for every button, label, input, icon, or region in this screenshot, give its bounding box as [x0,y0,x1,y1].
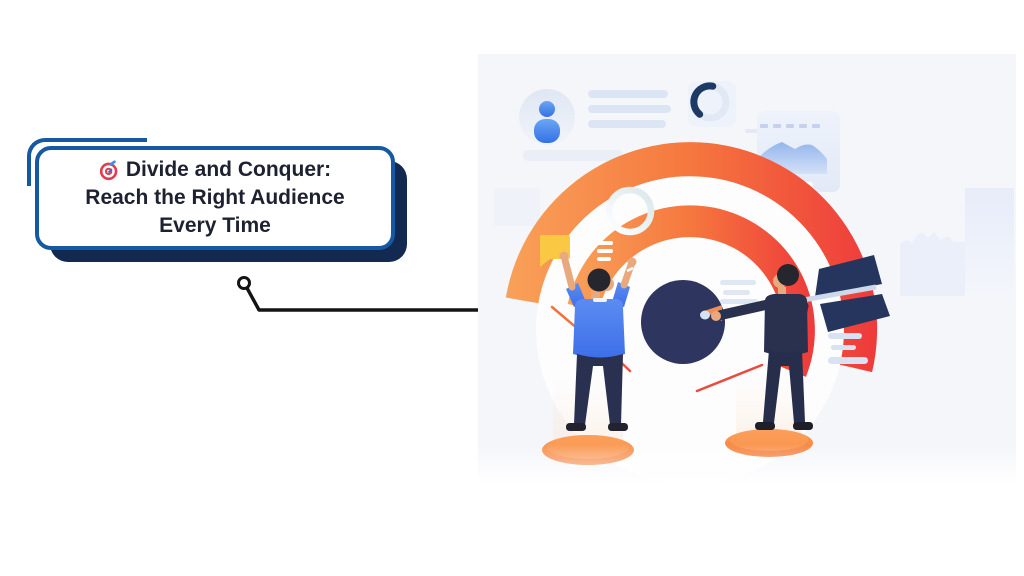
businessman-trousers [763,350,805,423]
businessman-hair [777,264,799,286]
illustration-svg [478,54,1016,484]
person-raising-arms [559,251,637,431]
chart-tick-dashes [760,124,820,128]
callout-connector-line [237,276,492,312]
target-outer-ring [505,142,878,373]
businessman-touching-target [711,264,813,430]
donut-chart-card [688,81,758,133]
stats-lines-left [523,90,671,161]
ring-decoration [605,186,655,236]
headline-line1: Divide and Conquer: [99,156,331,184]
headline-text-1: Divide and Conquer: [125,158,332,181]
bottom-fade [478,444,1016,482]
person-shirt [573,299,625,358]
bullseye-center [641,280,725,364]
person-hair [587,268,611,292]
stats-lines-center [720,280,758,304]
headline-card: Divide and Conquer: Reach the Right Audi… [35,146,395,250]
headline-text-3: Every Time [159,214,271,237]
headline-text-2: Reach the Right Audience [85,186,345,209]
wrist-band [626,266,634,273]
callout-corner-outline [27,138,147,186]
person-pants [574,354,623,425]
city-skyline [494,188,1014,298]
avatar-body-icon [534,119,560,143]
user-avatar-card [519,89,671,161]
white-list-lines [597,241,613,261]
stats-lines-right [828,333,868,364]
businessman-suit [764,294,808,356]
donut-arc [690,82,717,118]
target-audience-illustration [478,54,1016,484]
target-inner-ring [567,205,815,377]
businessman-arm [716,299,775,320]
avatar-head-icon [539,101,555,117]
arrow-fletching-lower [820,294,890,332]
target-emoji-icon [99,159,118,180]
businessman-hand [711,311,721,321]
